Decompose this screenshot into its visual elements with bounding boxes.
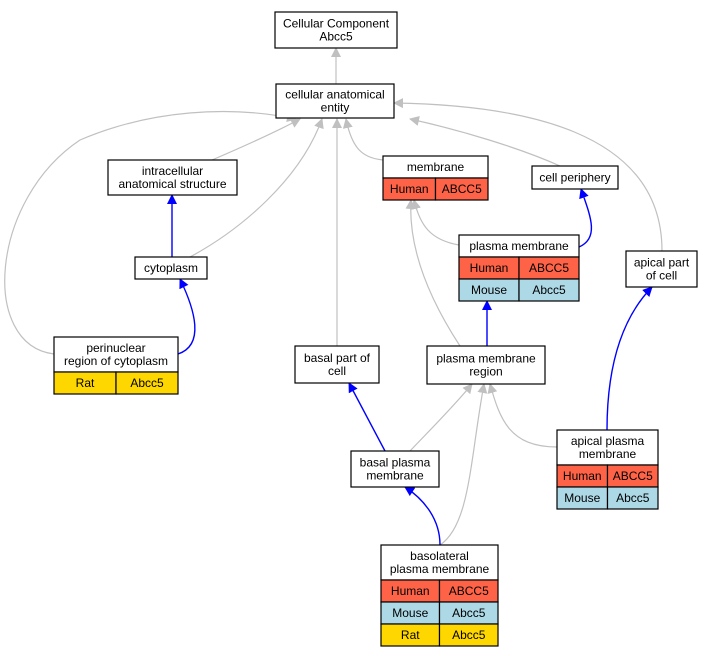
- node-basolateral-gene-1: Abcc5: [452, 606, 486, 620]
- node-plasmamembrane-species-1: Mouse: [471, 283, 507, 297]
- node-ias-label-1: anatomical structure: [118, 177, 226, 191]
- edge-pmregion-to-membrane: [405, 199, 461, 347]
- node-perinuclear-gene-0: Abcc5: [130, 376, 164, 390]
- node-perinuclear-label-1: region of cytoplasm: [64, 354, 168, 368]
- node-cellperiphery-box: [531, 165, 619, 190]
- node-basalpart-box: [294, 345, 380, 384]
- node-basolateral-species-1: Mouse: [392, 606, 428, 620]
- node-apicalpm-label-1: membrane: [579, 447, 637, 461]
- node-apicalpm-label-0: apical plasma: [571, 434, 645, 448]
- node-plasmamembrane-species-0: Human: [470, 261, 509, 275]
- node-root-label-1: Abcc5: [319, 30, 353, 44]
- edge-apicalpm-to-apicalpart: [606, 286, 653, 431]
- edge-plasmamembrane-to-cellperiphery: [578, 188, 593, 248]
- node-perinuclear-box: [53, 336, 179, 373]
- node-basolateral-gene-0: ABCC5: [449, 584, 489, 598]
- node-pmregion-label-1: region: [469, 365, 502, 379]
- node-cellperiphery-label-0: cell periphery: [539, 171, 610, 185]
- node-apicalpart-label-0: apical part: [634, 256, 690, 270]
- node-perinuclear-gene-cell-0: [115, 371, 179, 395]
- node-perinuclear-label-0: perinuclear: [86, 341, 145, 355]
- edge-cellperiphery-to-cae: [409, 116, 561, 167]
- node-root-box: [274, 11, 398, 49]
- node-pmregion-box: [426, 345, 546, 385]
- node-apicalpart-box: [625, 250, 698, 288]
- node-basolateral-gene-2: Abcc5: [452, 628, 486, 642]
- edge-perinuclear-to-cae: [4, 110, 297, 355]
- edge-basalpm-to-pmregion: [409, 383, 473, 452]
- edge-membrane-to-cae: [342, 118, 384, 161]
- node-membrane-gene-0: ABCC5: [442, 182, 482, 196]
- node-basalpart-label-1: cell: [328, 364, 346, 378]
- edge-ias-to-cae: [211, 118, 301, 161]
- node-cae-box: [275, 83, 395, 119]
- node-basolateral-box: [380, 544, 499, 581]
- node-basalpart-label-0: basal part of: [304, 351, 371, 365]
- node-apicalpart-label-1: of cell: [646, 269, 677, 283]
- edge-basalpm-to-basalpart: [348, 382, 386, 452]
- node-membrane-label-0: membrane: [407, 160, 465, 174]
- node-apicalpm-species-1: Mouse: [564, 491, 600, 505]
- node-membrane-species-0: Human: [390, 182, 429, 196]
- edge-apicalpart-to-cae: [393, 98, 663, 252]
- node-perinuclear-species-0: Rat: [76, 376, 95, 390]
- node-cellperiphery[interactable]: cell periphery: [531, 165, 619, 190]
- edge-plasmamembrane-to-membrane: [411, 199, 460, 246]
- node-apicalpm-species-0: Human: [563, 469, 602, 483]
- node-cytoplasm-label-0: cytoplasm: [144, 261, 198, 275]
- edge-basolateral-to-basalpm: [404, 486, 441, 546]
- node-ias-box: [107, 159, 238, 196]
- node-cae-label-0: cellular anatomical: [285, 88, 384, 102]
- node-basolateral-label-0: basolateral: [410, 549, 469, 563]
- node-plasmamembrane-gene-cell-1: [518, 278, 580, 302]
- node-basolateral-species-2: Rat: [401, 628, 420, 642]
- node-plasmamembrane-gene-0: ABCC5: [529, 261, 569, 275]
- node-cytoplasm[interactable]: cytoplasm: [134, 256, 208, 280]
- node-apicalpm-gene-cell-1: [606, 486, 659, 510]
- node-basalpm-label-1: membrane: [366, 469, 424, 483]
- node-basalpm-box: [350, 450, 440, 488]
- node-cytoplasm-box: [134, 256, 208, 280]
- node-basolateral-label-1: plasma membrane: [390, 562, 490, 576]
- edge-apicalpm-to-pmregion: [487, 383, 558, 448]
- edge-basolateral-to-pmregion: [439, 383, 488, 546]
- node-membrane-gene-cell-0: [434, 177, 489, 201]
- node-pmregion-label-0: plasma membrane: [436, 352, 536, 366]
- edge-cytoplasm-to-cae: [189, 118, 324, 258]
- node-basolateral-gene-cell-2: [438, 623, 499, 647]
- node-root-label-0: Cellular Component: [283, 17, 390, 31]
- node-apicalpm-gene-1: Abcc5: [616, 491, 650, 505]
- node-basalpm-label-0: basal plasma: [360, 456, 431, 470]
- edges-layer: [4, 47, 663, 546]
- node-plasmamembrane-label-0: plasma membrane: [469, 239, 569, 253]
- node-plasmamembrane-gene-1: Abcc5: [532, 283, 566, 297]
- node-apicalpm-box: [556, 429, 659, 466]
- node-apicalpm-gene-0: ABCC5: [613, 469, 653, 483]
- node-basolateral-species-0: Human: [391, 584, 430, 598]
- node-cae-label-1: entity: [321, 101, 350, 115]
- node-ias-label-0: intracellular: [142, 164, 203, 178]
- edge-perinuclear-to-cytoplasm: [177, 278, 196, 355]
